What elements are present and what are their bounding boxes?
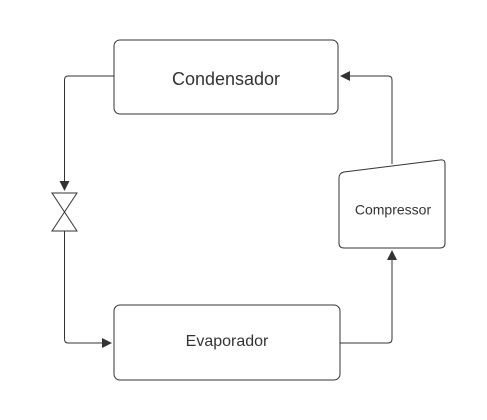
expansion-valve-lower-triangle	[51, 211, 78, 232]
evaporator-label: Evaporador	[186, 333, 269, 350]
evaporator-node: Evaporador	[113, 304, 341, 381]
flow-arrow-compressor-to-condenser	[340, 71, 393, 164]
expansion-valve	[51, 192, 78, 232]
condenser-box	[113, 39, 339, 115]
compressor-label: Compressor	[355, 202, 432, 218]
flow-arrow-condenser-to-valve	[59, 75, 114, 191]
compressor-node: Compressor	[338, 159, 446, 249]
expansion-valve-upper-triangle	[51, 192, 78, 213]
compressor-shape	[338, 159, 446, 249]
flow-arrow-valve-to-evaporator	[64, 231, 112, 348]
flow-arrow-evaporator-to-compressor	[340, 250, 397, 344]
condenser-node: Condensador	[113, 39, 339, 115]
condenser-label: Condensador	[172, 69, 280, 89]
